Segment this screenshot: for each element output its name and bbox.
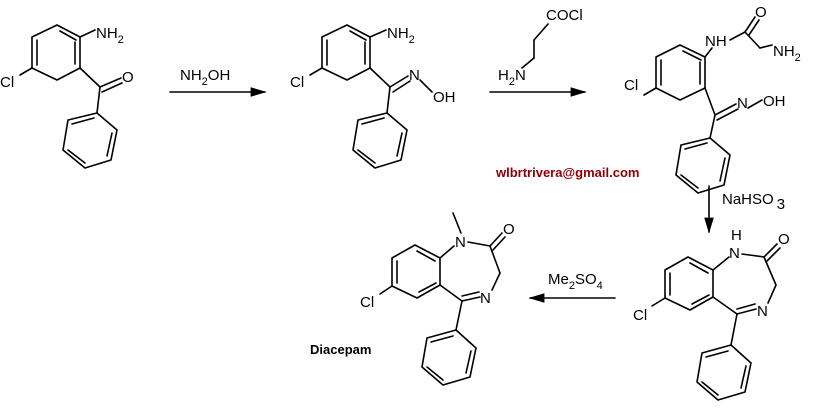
atom-label-nh: NH: [705, 33, 727, 50]
atom-label-cl: Cl: [360, 294, 374, 311]
atom-label-n: N: [729, 245, 740, 262]
molecule-oxime: NH2 Cl N OH: [290, 24, 456, 169]
atom-label-n: N: [409, 67, 420, 84]
molecule-glycinamide-oxime: NH O NH2 Cl N OH: [624, 4, 801, 194]
atom-label-nh2: NH2: [96, 25, 124, 46]
molecule-aminochlorobenzophenone: NH2 Cl O: [0, 24, 134, 169]
atom-label-oh: OH: [763, 93, 786, 110]
atom-label-nh2: NH2: [773, 43, 801, 64]
atom-label-o: O: [503, 221, 515, 238]
svg-text:H2N: H2N: [498, 67, 526, 88]
atom-label-oh: OH: [433, 89, 456, 106]
methyl-bond: [452, 212, 462, 234]
reagent-hydroxylamine: NH2OH: [180, 67, 230, 88]
atom-label-h: H: [731, 227, 742, 244]
atom-label-nh2: NH2: [387, 25, 415, 46]
product-name: Diacepam: [310, 342, 371, 357]
molecule-diazepam: N O N Cl: [360, 212, 515, 386]
reagent-dimethyl-sulfate: Me2SO4: [548, 271, 603, 292]
atom-label-o: O: [122, 69, 134, 86]
svg-text:COCl: COCl: [546, 7, 583, 24]
atom-label-o: O: [778, 231, 790, 248]
atom-label-n: N: [737, 95, 748, 112]
atom-label-o: O: [755, 4, 767, 21]
reagent-glycyl-chloride: COCl H2N: [498, 7, 583, 88]
atom-label-cl: Cl: [624, 77, 638, 94]
author-email: wlbrtrivera@gmail.com: [495, 165, 639, 180]
molecule-nordazepam: N H O N Cl: [633, 227, 790, 401]
atom-label-n: N: [757, 303, 768, 320]
atom-label-cl: Cl: [633, 307, 647, 324]
atom-label-n: N: [455, 234, 466, 251]
atom-label-n: N: [480, 290, 491, 307]
atom-label-cl: Cl: [0, 74, 14, 91]
atom-label-cl: Cl: [290, 74, 304, 91]
